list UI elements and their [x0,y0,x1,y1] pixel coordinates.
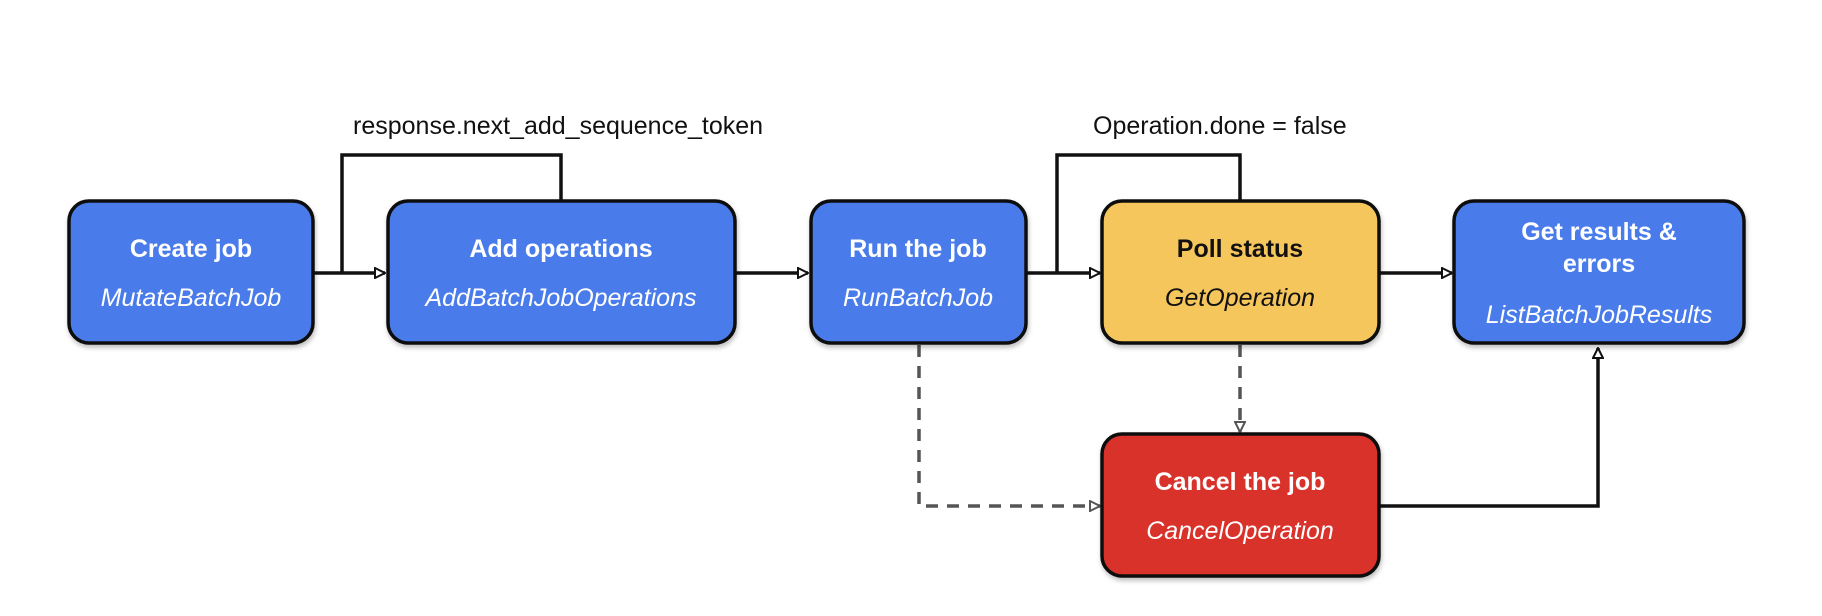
node-run-job-subtitle: RunBatchJob [843,284,993,312]
node-get-results[interactable]: Get results & errors ListBatchJobResults [1452,199,1746,345]
node-run-job-box [809,199,1028,345]
node-cancel-job-subtitle: CancelOperation [1146,517,1334,545]
node-run-job-title: Run the job [849,235,986,263]
node-poll-status-box [1100,199,1381,345]
edge-run-to-cancel [917,345,1100,506]
poll-loop-label: Operation.done = false [1093,112,1347,140]
node-create-job[interactable]: Create job MutateBatchJob [67,199,315,345]
node-get-results-box [1452,199,1746,345]
node-poll-status-subtitle: GetOperation [1165,284,1315,312]
node-create-job-box [67,199,315,345]
node-add-operations[interactable]: Add operations AddBatchJobOperations [386,199,737,345]
edge-cancel-to-results [1380,348,1598,508]
node-run-job[interactable]: Run the job RunBatchJob [809,199,1028,345]
edge-poll-loop [1055,153,1242,273]
add-loop-label: response.next_add_sequence_token [353,112,763,140]
node-cancel-job-title: Cancel the job [1155,468,1326,496]
edge-add-loop [340,153,563,273]
node-add-operations-title: Add operations [469,235,652,263]
node-cancel-job-box [1100,432,1381,578]
node-get-results-title-line2: errors [1563,250,1635,278]
node-cancel-job[interactable]: Cancel the job CancelOperation [1100,432,1381,578]
node-create-job-subtitle: MutateBatchJob [101,284,282,312]
node-add-operations-box [386,199,737,345]
node-create-job-title: Create job [130,235,252,263]
node-poll-status-title: Poll status [1177,235,1303,263]
node-poll-status[interactable]: Poll status GetOperation [1100,199,1381,345]
node-get-results-subtitle: ListBatchJobResults [1486,301,1713,329]
node-get-results-title-line1: Get results & [1521,218,1677,246]
node-add-operations-subtitle: AddBatchJobOperations [423,284,696,312]
edges [313,153,1598,508]
